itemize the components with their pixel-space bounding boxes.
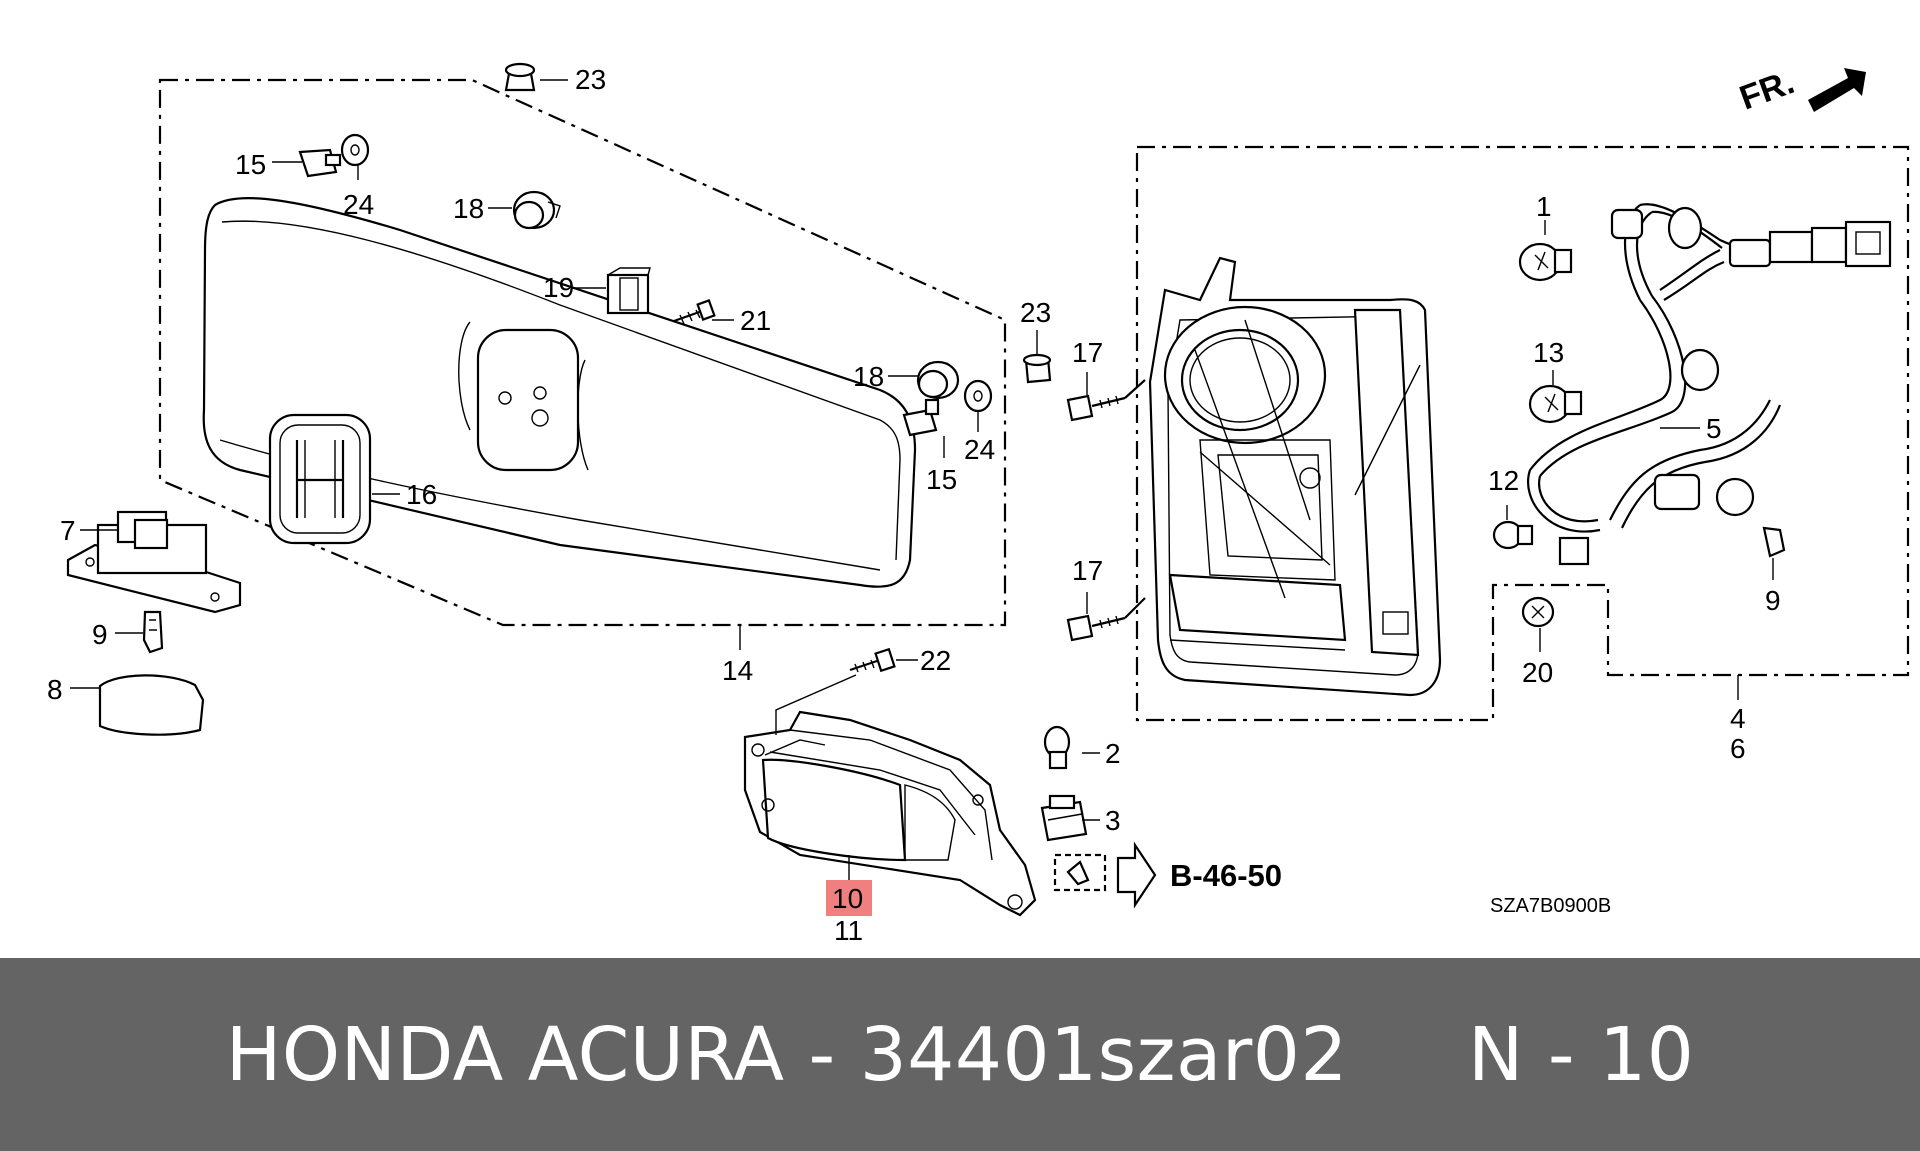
callout-22[interactable]: 22	[920, 645, 951, 676]
license-garnish	[202, 197, 917, 588]
callout-12[interactable]: 12	[1488, 465, 1519, 496]
wire-harness	[1527, 203, 1892, 566]
front-arrow	[1808, 68, 1866, 112]
bulb-1	[1518, 242, 1573, 282]
screw-21	[673, 299, 716, 325]
callout-17-lower[interactable]: 17	[1072, 555, 1103, 586]
callout-7[interactable]: 7	[60, 515, 76, 546]
bulb-12	[1492, 520, 1534, 550]
callout-14[interactable]: 14	[722, 655, 753, 686]
callout-24-right[interactable]: 24	[964, 434, 995, 465]
taillight-assembly-boundary	[1135, 145, 1910, 722]
callout-8[interactable]: 8	[47, 674, 63, 705]
callout-5[interactable]: 5	[1706, 413, 1722, 444]
callout-1[interactable]: 1	[1536, 191, 1552, 222]
clip-23-right	[1022, 353, 1052, 384]
callout-23-top[interactable]: 23	[575, 64, 606, 95]
drawing-code: SZA7B0900B	[1490, 895, 1611, 917]
footer-banner: HONDA ACURA - 34401szar02 N - 10	[0, 958, 1920, 1151]
grommet-15-right	[902, 398, 940, 437]
callout-21[interactable]: 21	[740, 305, 771, 336]
callout-16[interactable]: 16	[406, 479, 437, 510]
grommet-15-top	[298, 148, 342, 178]
bulb-13	[1528, 384, 1583, 424]
callout-9-right[interactable]: 9	[1765, 585, 1781, 616]
screw-22	[849, 647, 896, 673]
clip-18-top	[512, 190, 561, 230]
bolt-17-lower	[1066, 597, 1146, 642]
ref-fastener	[1053, 853, 1107, 892]
front-indicator: FR.	[1735, 63, 1799, 117]
bolt-17-upper	[1066, 379, 1146, 422]
callout-23-right[interactable]: 23	[1020, 297, 1051, 328]
license-bulb-clip	[142, 610, 164, 654]
reference-arrow	[1116, 841, 1157, 909]
tail-light-assembly	[1148, 256, 1442, 697]
license-light-assembly	[66, 510, 242, 614]
callout-10[interactable]: 10	[832, 883, 863, 914]
callout-20[interactable]: 20	[1522, 657, 1553, 688]
callout-18-top[interactable]: 18	[453, 193, 484, 224]
garnish-assembly-boundary	[158, 78, 1007, 627]
callout-15-right[interactable]: 15	[926, 464, 957, 495]
washer-24-right	[963, 379, 993, 413]
callout-13[interactable]: 13	[1533, 337, 1564, 368]
callout-19[interactable]: 19	[543, 272, 574, 303]
backup-light	[743, 710, 1037, 917]
callout-3[interactable]: 3	[1105, 805, 1121, 836]
callout-11[interactable]: 11	[834, 915, 863, 946]
clip-18-right	[916, 360, 960, 400]
callout-2[interactable]: 2	[1105, 738, 1121, 769]
reference-code[interactable]: B-46-50	[1170, 858, 1282, 893]
callout-6[interactable]: 6	[1730, 733, 1746, 764]
callout-15-top[interactable]: 15	[235, 149, 266, 180]
clip-9-right	[1762, 526, 1786, 558]
callout-labels: 23 15 24 18 19 21 23 18 24 15 17 17 16 7…	[47, 64, 1781, 946]
part-title: HONDA ACURA - 34401szar02 N - 10	[225, 1011, 1695, 1098]
license-lens	[98, 674, 205, 736]
bulb-2	[1043, 725, 1071, 770]
socket-20	[1521, 596, 1555, 628]
socket-3	[1040, 794, 1088, 842]
callout-9-left[interactable]: 9	[92, 619, 108, 650]
leader-lines	[70, 79, 1774, 880]
h-emblem	[268, 413, 372, 545]
callout-24-top[interactable]: 24	[343, 189, 374, 220]
callout-4[interactable]: 4	[1730, 703, 1746, 734]
washer-24-top	[340, 133, 370, 167]
callout-18-right[interactable]: 18	[853, 361, 884, 392]
highlight-box	[826, 880, 872, 916]
parts-diagram: 23 15 24 18 19 21 23 18 24 15 17 17 16 7…	[47, 62, 1910, 946]
clip-19	[606, 267, 651, 315]
callout-17-upper[interactable]: 17	[1072, 337, 1103, 368]
clip-23-top	[504, 62, 536, 92]
